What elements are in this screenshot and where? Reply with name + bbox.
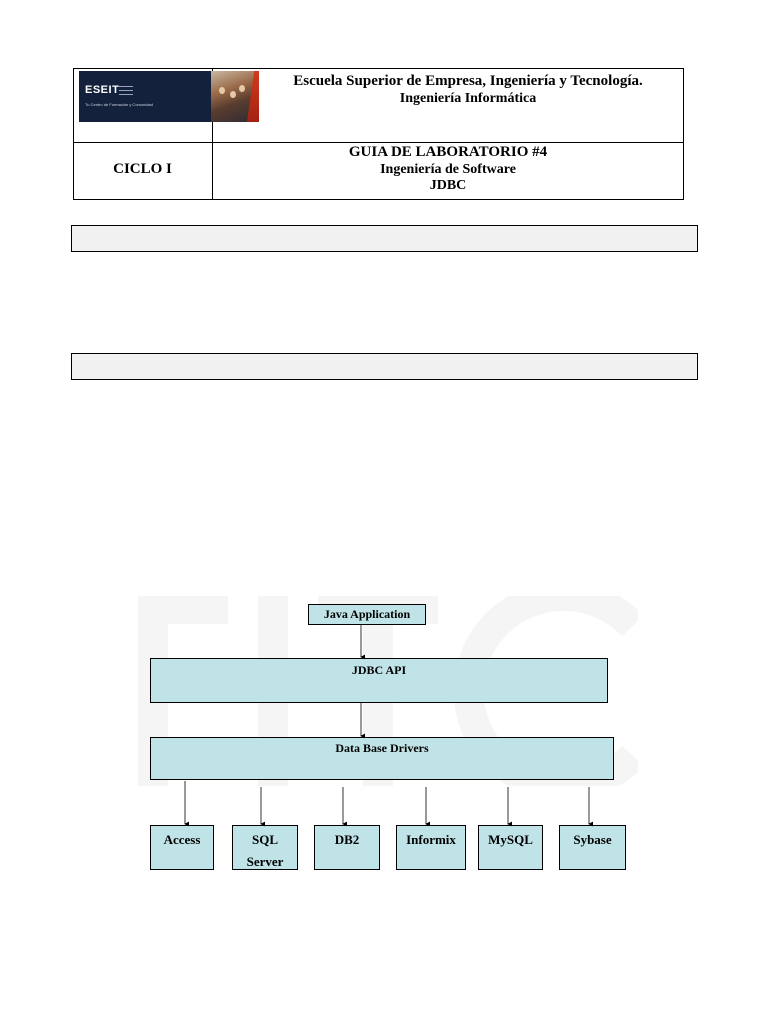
section-bar xyxy=(71,225,698,252)
database-box-access: Access xyxy=(150,825,214,870)
subject-name: Ingeniería de Software xyxy=(380,162,516,177)
database-box-db2: DB2 xyxy=(314,825,380,870)
classroom-photo xyxy=(211,71,259,122)
table-divider xyxy=(212,68,213,200)
jdbc-api-box: JDBC API xyxy=(150,658,608,703)
cycle-label: CICLO I xyxy=(113,161,172,177)
java-application-box: Java Application xyxy=(308,604,426,625)
institution-name: Escuela Superior de Empresa, Ingeniería … xyxy=(293,73,643,89)
database-box-sybase: Sybase xyxy=(559,825,626,870)
database-box-informix: Informix xyxy=(396,825,466,870)
logo-decoration xyxy=(119,86,133,98)
topic-name: JDBC xyxy=(429,178,467,193)
eseit-logo: ESEIT Tu Centro de Formación y Comunidad xyxy=(79,71,259,122)
header-table xyxy=(73,68,684,200)
section-bar xyxy=(71,353,698,380)
department-name: Ingeniería Informática xyxy=(399,91,537,106)
logo-tagline: Tu Centro de Formación y Comunidad xyxy=(85,102,153,107)
database-drivers-box: Data Base Drivers xyxy=(150,737,614,780)
table-divider xyxy=(73,142,684,143)
logo-brand: ESEIT xyxy=(85,84,120,96)
database-box-sql-server: SQL Server xyxy=(232,825,298,870)
guide-title: GUIA DE LABORATORIO #4 xyxy=(348,144,548,160)
